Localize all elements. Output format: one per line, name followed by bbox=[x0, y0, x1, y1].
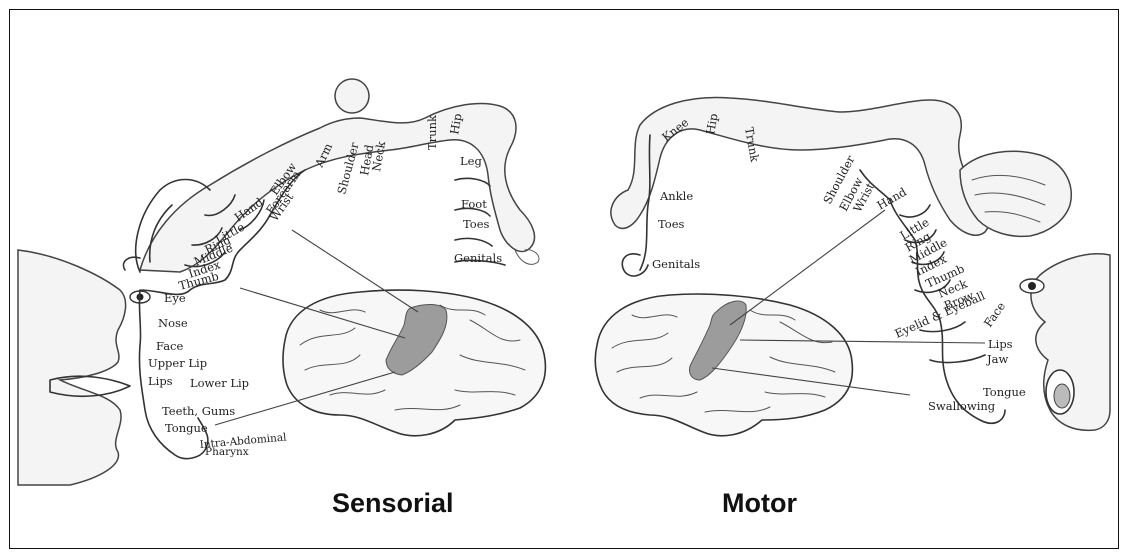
motor-body-arc bbox=[611, 97, 989, 235]
motor-label-jaw: Jaw bbox=[986, 352, 1008, 366]
sensory-label-eye: Eye bbox=[164, 291, 186, 305]
sensory-label-foot: Foot bbox=[461, 197, 487, 211]
motor-label-genitals: Genitals bbox=[652, 257, 700, 271]
sensory-face-drawing bbox=[18, 250, 126, 485]
motor-label-lips: Lips bbox=[988, 337, 1013, 351]
sensory-label-tongue: Tongue bbox=[165, 421, 208, 435]
sensory-label-face: Face bbox=[156, 339, 183, 353]
sensory-label-trunk: Trunk bbox=[425, 114, 439, 150]
sensory-label-leg: Leg bbox=[460, 154, 482, 168]
motor-label-toes: Toes bbox=[658, 217, 685, 231]
sensory-label-toes: Toes bbox=[463, 217, 490, 231]
motor-label-ankle: Ankle bbox=[659, 189, 693, 203]
sensory-label-nose: Nose bbox=[158, 316, 188, 330]
sensory-label-lower-lip: Lower Lip bbox=[190, 376, 249, 390]
sensory-head-drawing bbox=[335, 79, 369, 113]
motor-label-face: Face bbox=[981, 299, 1008, 330]
motor-label-swallowing: Swallowing bbox=[928, 399, 996, 413]
sensorial-title: Sensorial bbox=[332, 488, 454, 518]
motor-label-hand: Hand bbox=[875, 184, 910, 212]
motor-title: Motor bbox=[722, 488, 797, 518]
sensory-label-pharynx: Pharynx bbox=[205, 446, 249, 458]
sensory-label-teeth-gums: Teeth, Gums bbox=[162, 404, 235, 418]
sensory-label-lips: Lips bbox=[148, 374, 173, 388]
sensorial-homunculus bbox=[18, 79, 545, 485]
motor-label-tongue: Tongue bbox=[983, 385, 1026, 399]
sensory-label-upper-lip: Upper Lip bbox=[148, 356, 207, 370]
sensory-label-genitals: Genitals bbox=[454, 251, 502, 265]
